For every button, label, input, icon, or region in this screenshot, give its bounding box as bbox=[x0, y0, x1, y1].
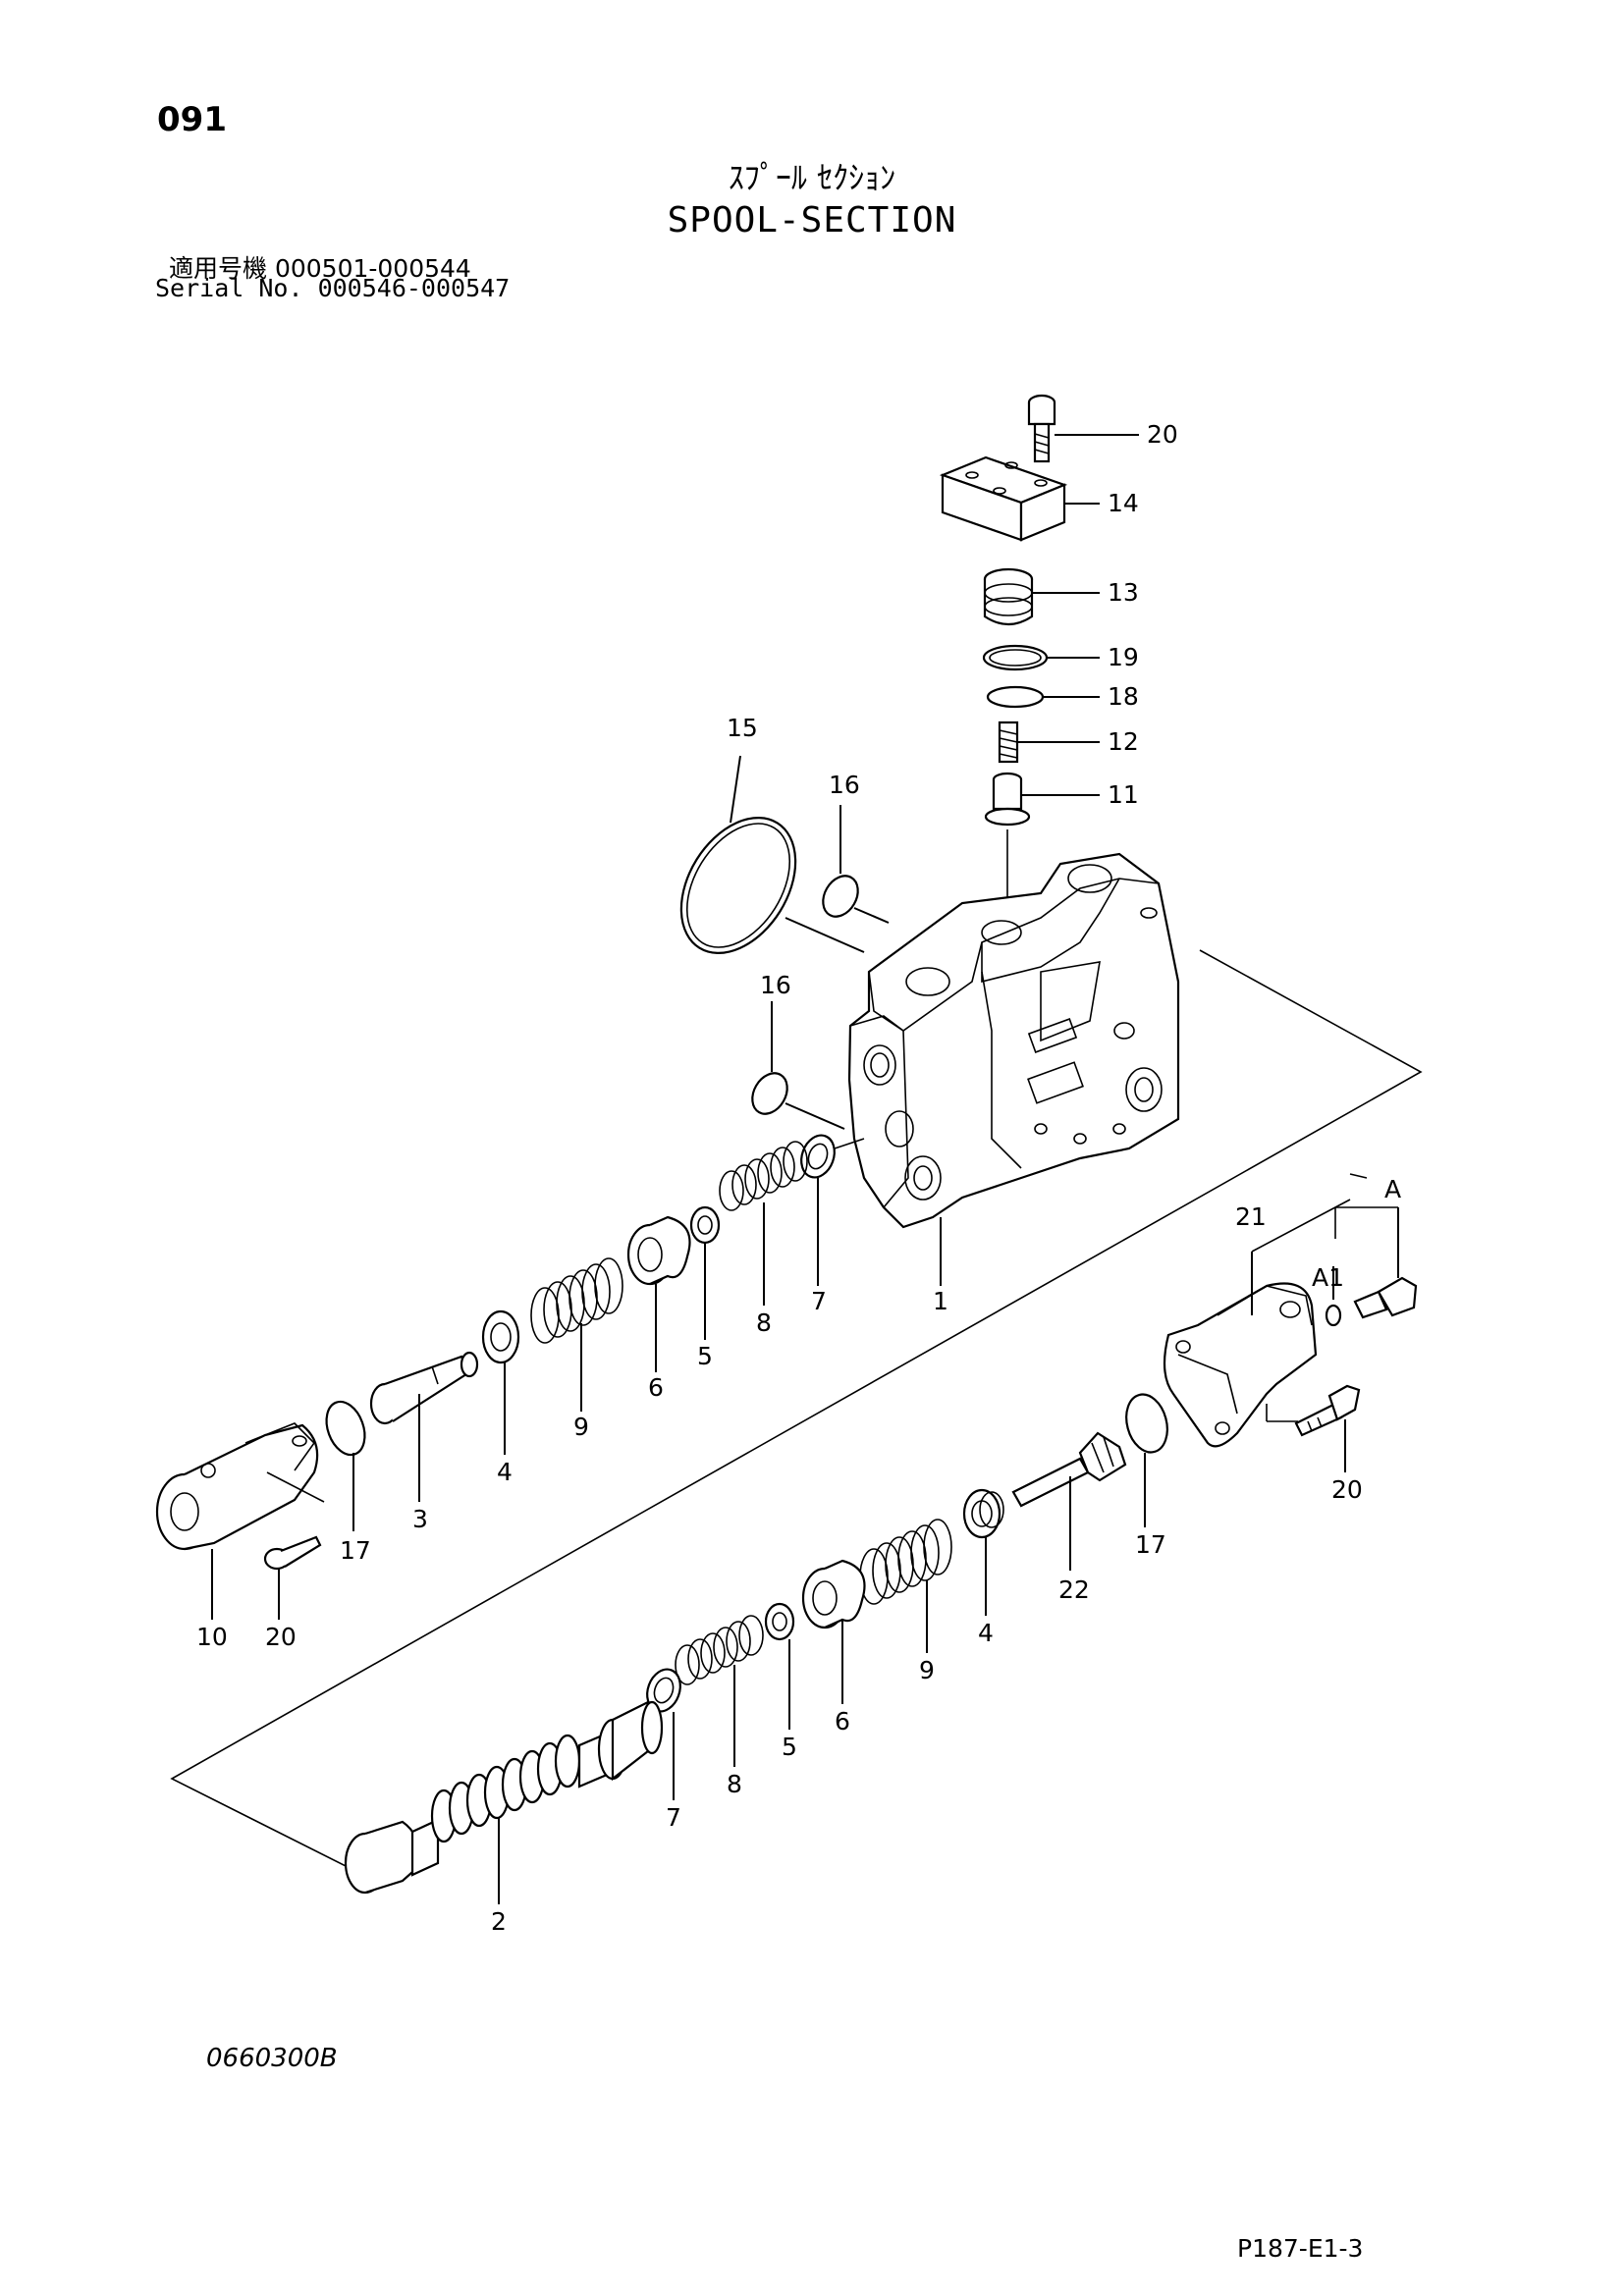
o-ring-17-right bbox=[1125, 1393, 1168, 1527]
callout-5-upper: 5 bbox=[697, 1342, 713, 1370]
callout-6-lower: 6 bbox=[835, 1707, 850, 1735]
serial-range-japanese: 適用号機 000501-000544 bbox=[169, 254, 471, 283]
callout-3: 3 bbox=[412, 1505, 428, 1533]
spring-8-upper bbox=[719, 1141, 808, 1306]
callout-21: 21 bbox=[1235, 1202, 1267, 1231]
o-ring-19 bbox=[982, 644, 1100, 671]
callout-4-lower: 4 bbox=[978, 1619, 994, 1647]
callout-8-lower: 8 bbox=[727, 1770, 742, 1798]
valve-body-1 bbox=[847, 852, 1180, 1286]
spring-12 bbox=[998, 721, 1100, 764]
spring-9-upper bbox=[530, 1257, 623, 1412]
retainer-4-lower bbox=[962, 1488, 1004, 1616]
callout-20-right: 20 bbox=[1331, 1475, 1363, 1504]
retainer-4-upper bbox=[481, 1309, 520, 1455]
page-reference: P187-E1-3 bbox=[1237, 2234, 1364, 2263]
bolt-20-top bbox=[1027, 394, 1139, 463]
title-english: SPOOL-SECTION bbox=[667, 200, 957, 240]
seal-7-upper bbox=[800, 1134, 865, 1286]
bolt-20-right bbox=[1294, 1384, 1361, 1472]
callout-7-lower: 7 bbox=[666, 1803, 681, 1832]
cap-10 bbox=[155, 1422, 325, 1620]
callout-4-upper: 4 bbox=[497, 1458, 513, 1486]
callout-12: 12 bbox=[1108, 727, 1139, 756]
serial-range-english: Serial No. 000546-000547 bbox=[155, 274, 511, 302]
callout-17-left: 17 bbox=[340, 1536, 371, 1565]
o-ring-17-left bbox=[325, 1400, 366, 1531]
assembly-envelope-lines bbox=[170, 949, 1423, 1876]
spool-2 bbox=[344, 1700, 664, 1904]
page-number: 091 bbox=[157, 100, 227, 139]
callout-22: 22 bbox=[1058, 1575, 1090, 1604]
seat-6-upper bbox=[626, 1215, 691, 1372]
callout-14: 14 bbox=[1108, 489, 1139, 517]
ring-16-mid bbox=[751, 1001, 845, 1130]
callout-7-upper: 7 bbox=[811, 1287, 827, 1315]
spring-8-lower bbox=[675, 1615, 764, 1767]
callout-10: 10 bbox=[196, 1623, 228, 1651]
ring-a1 bbox=[1325, 1206, 1398, 1327]
callout-17-right: 17 bbox=[1135, 1530, 1166, 1559]
callout-18: 18 bbox=[1108, 682, 1139, 711]
callout-19: 19 bbox=[1108, 643, 1139, 671]
callout-a: A bbox=[1384, 1175, 1401, 1203]
drawing-code: 0660300B bbox=[206, 2044, 338, 2073]
callout-20-left: 20 bbox=[265, 1623, 297, 1651]
seat-6-lower bbox=[801, 1559, 866, 1704]
callout-9-upper: 9 bbox=[573, 1413, 589, 1441]
plug-13 bbox=[983, 567, 1100, 626]
retainer-5-upper bbox=[689, 1205, 721, 1340]
callout-13: 13 bbox=[1108, 578, 1139, 607]
callout-16-mid: 16 bbox=[760, 971, 791, 999]
plunger-22 bbox=[1011, 1431, 1127, 1571]
callout-1: 1 bbox=[933, 1287, 948, 1315]
cap-21 bbox=[1163, 1199, 1351, 1448]
title-japanese: ｽﾌﾟｰﾙ ｾｸｼｮﾝ bbox=[728, 159, 896, 196]
ring-18 bbox=[986, 685, 1100, 709]
callout-20-top: 20 bbox=[1147, 420, 1178, 449]
pin-3 bbox=[369, 1351, 479, 1502]
retainer-5-lower bbox=[764, 1602, 795, 1730]
block-14 bbox=[939, 455, 1100, 542]
callout-11: 11 bbox=[1108, 780, 1139, 809]
spring-9-lower bbox=[859, 1519, 952, 1653]
callout-16-top: 16 bbox=[829, 771, 860, 799]
callout-5-lower: 5 bbox=[782, 1733, 797, 1761]
ring-16-top bbox=[822, 805, 890, 924]
callout-8-upper: 8 bbox=[756, 1308, 772, 1337]
callout-2: 2 bbox=[491, 1907, 507, 1936]
callout-9-lower: 9 bbox=[919, 1656, 935, 1684]
callout-15: 15 bbox=[727, 714, 758, 742]
o-ring-15 bbox=[679, 755, 865, 955]
bolt-20-left bbox=[263, 1535, 322, 1620]
callout-6-upper: 6 bbox=[648, 1373, 664, 1402]
callout-a1: A1 bbox=[1312, 1263, 1344, 1292]
bolt-a bbox=[1353, 1207, 1418, 1319]
